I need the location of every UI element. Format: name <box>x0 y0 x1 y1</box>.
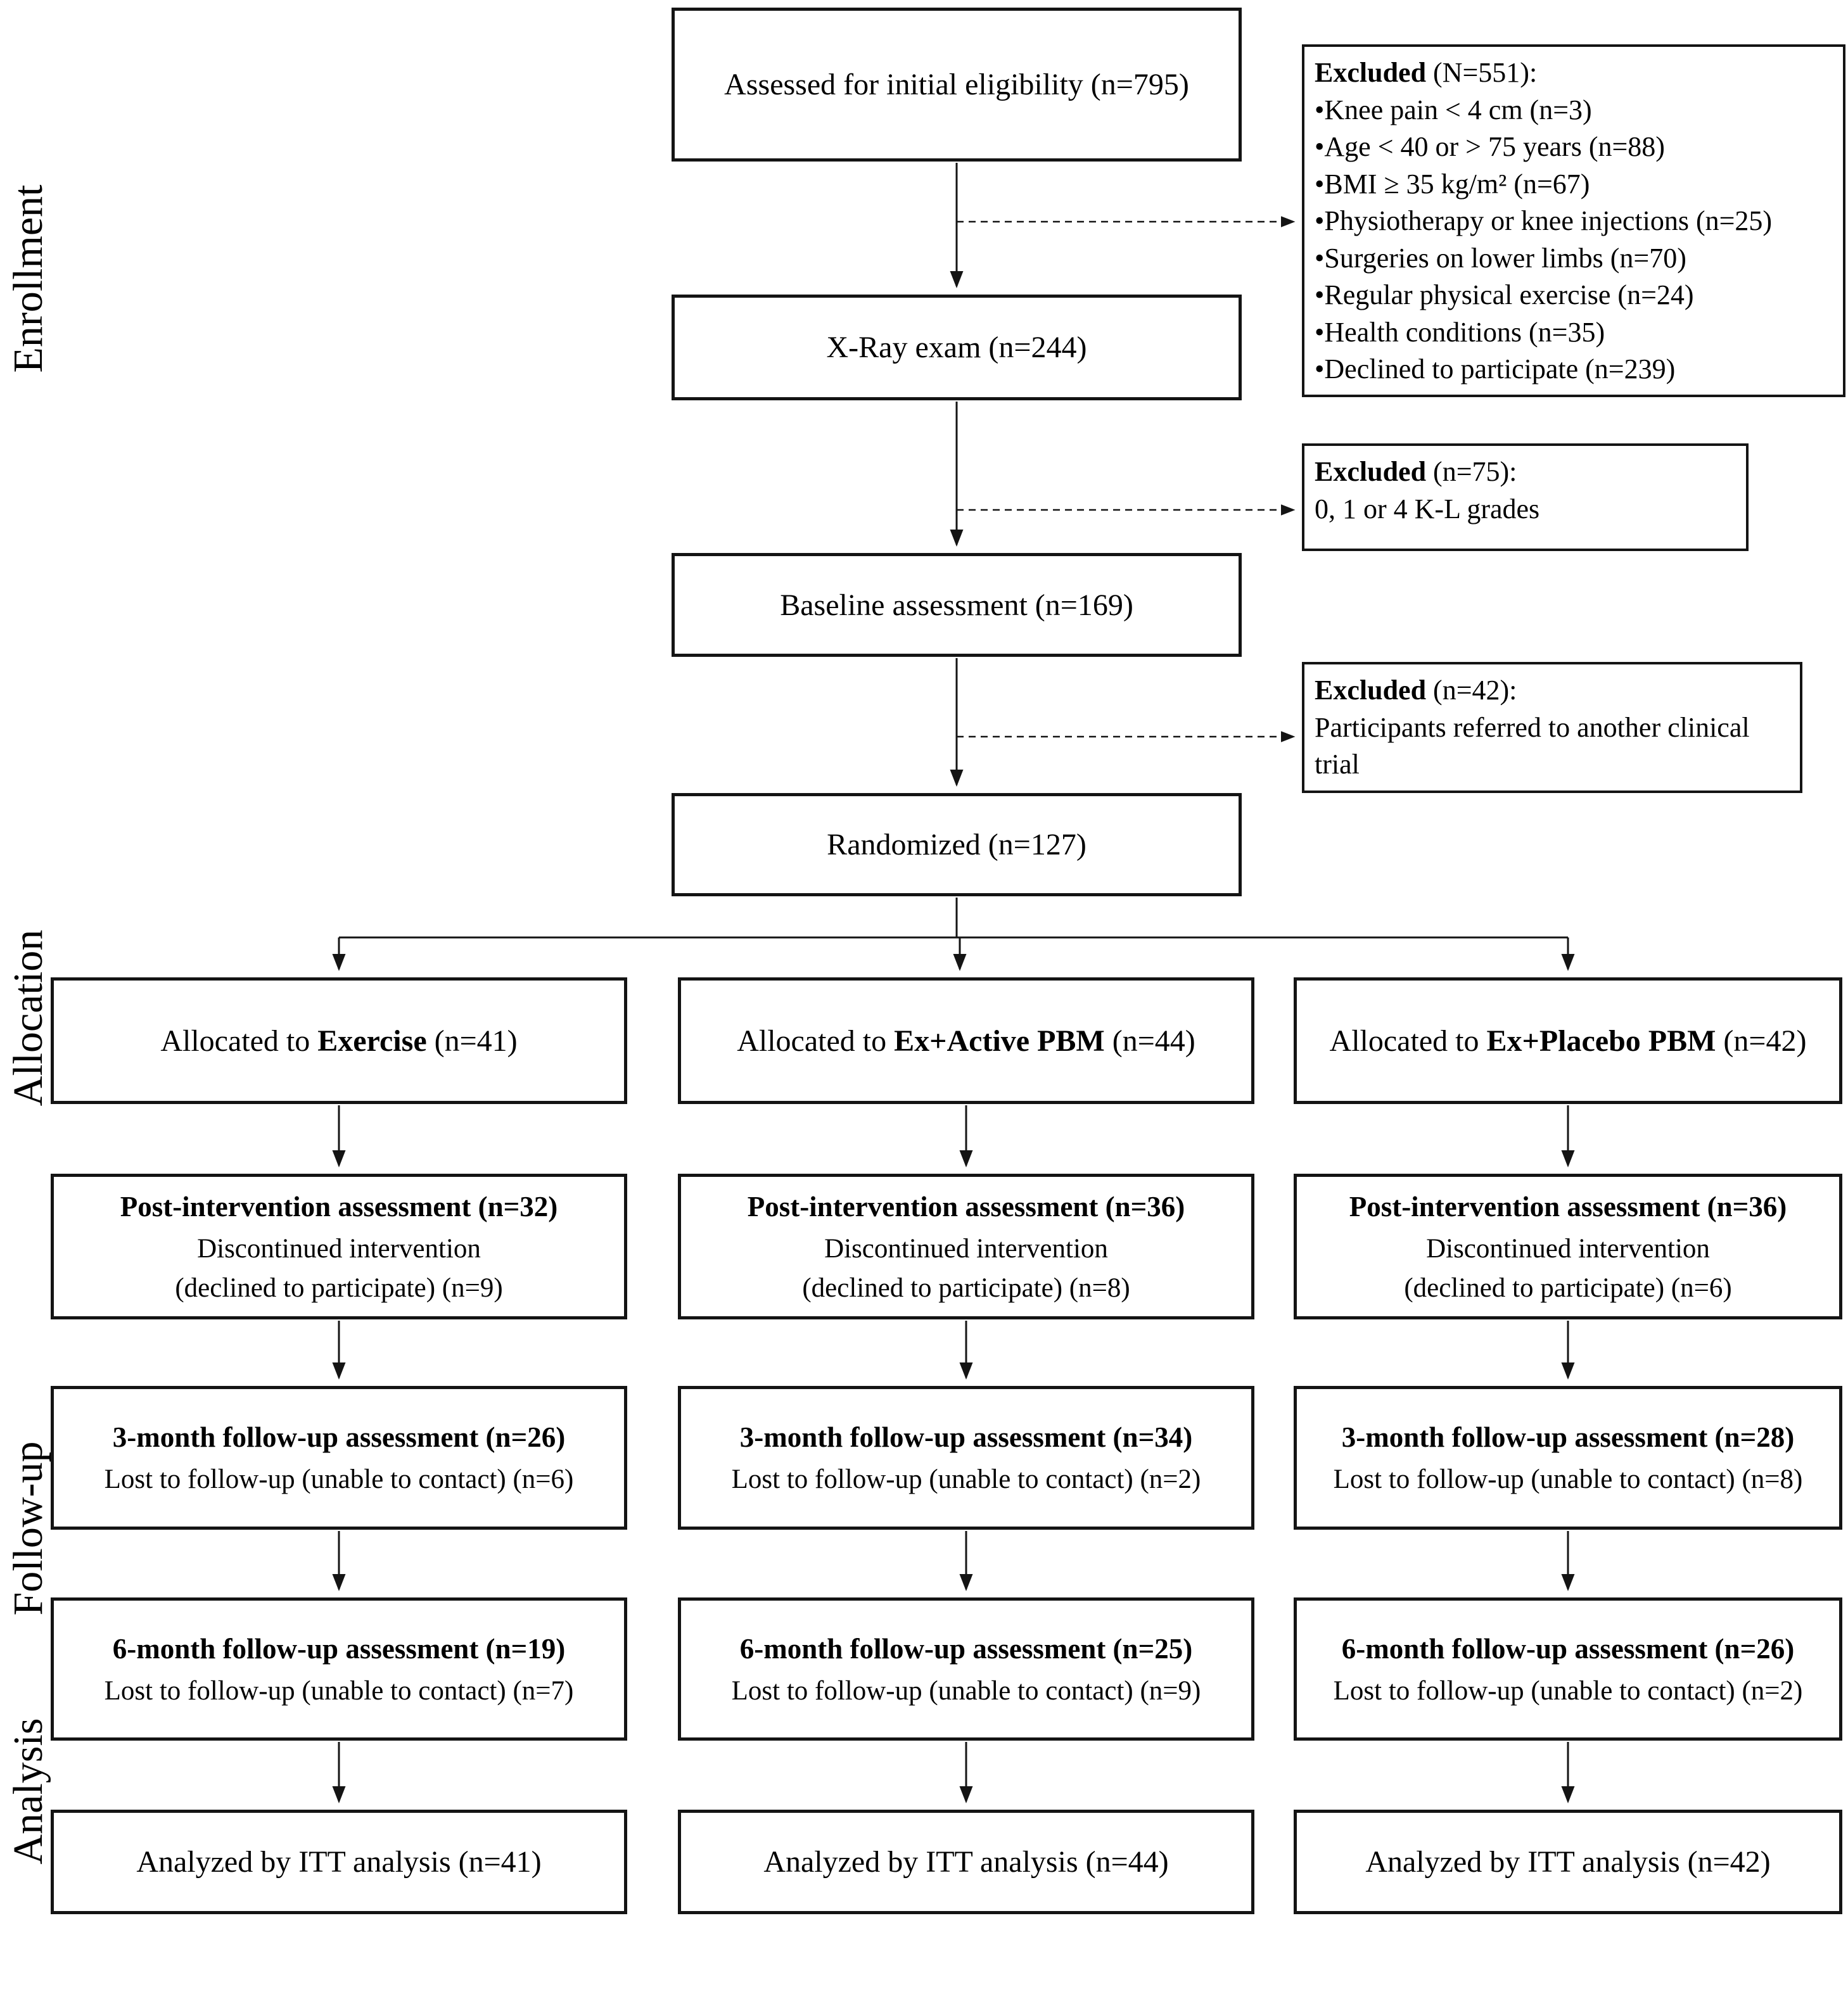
excluded-item: •BMI ≥ 35 kg/m² (n=67) <box>1315 168 1590 200</box>
followup6-title: 6-month follow-up assessment (n=25) <box>739 1632 1193 1665</box>
excluded-baseline-box: Excluded (n=42): Participants referred t… <box>1302 662 1802 793</box>
post-intervention-box-ex-placebo-pbm: Post-intervention assessment (n=36) Disc… <box>1294 1174 1842 1319</box>
excluded-item: •Regular physical exercise (n=24) <box>1315 279 1694 311</box>
excluded-item: •Knee pain < 4 cm (n=3) <box>1315 94 1592 125</box>
excluded-initial-title: Excluded (N=551): <box>1315 57 1538 88</box>
arm-name: Ex+Active PBM <box>894 1024 1105 1058</box>
dashed-exclusion-arrows <box>957 216 1296 742</box>
followup3-box-exercise: 3-month follow-up assessment (n=26) Lost… <box>51 1386 627 1530</box>
xray-exam-text: X-Ray exam (n=244) <box>826 331 1087 364</box>
post-line: (declined to participate) (n=9) <box>175 1273 503 1303</box>
post-title: Post-intervention assessment (n=36) <box>1349 1190 1787 1222</box>
followup3-line: Lost to follow-up (unable to contact) (n… <box>104 1464 574 1495</box>
analyzed-text: Analyzed by ITT analysis (n=41) <box>136 1845 542 1879</box>
allocation-box-ex-placebo-pbm: Allocated to Ex+Placebo PBM (n=42) <box>1294 977 1842 1104</box>
analyzed-box-exercise: Analyzed by ITT analysis (n=41) <box>51 1810 627 1914</box>
followup6-box-ex-placebo-pbm: 6-month follow-up assessment (n=26) Lost… <box>1294 1597 1842 1741</box>
followup6-title: 6-month follow-up assessment (n=19) <box>112 1632 566 1665</box>
post-line: (declined to participate) (n=8) <box>802 1273 1130 1303</box>
assessed-eligibility-box: Assessed for initial eligibility (n=795) <box>672 8 1242 162</box>
analyzed-text: Analyzed by ITT analysis (n=42) <box>1365 1845 1771 1879</box>
randomized-text: Randomized (n=127) <box>827 828 1086 861</box>
arm-name: Ex+Placebo PBM <box>1486 1024 1716 1058</box>
followup6-line: Lost to follow-up (unable to contact) (n… <box>1333 1675 1803 1706</box>
post-line: Discontinued intervention <box>824 1233 1108 1264</box>
baseline-assessment-text: Baseline assessment (n=169) <box>780 588 1133 622</box>
excluded-item: •Health conditions (n=35) <box>1315 316 1605 348</box>
randomized-box: Randomized (n=127) <box>672 793 1242 896</box>
followup3-line: Lost to follow-up (unable to contact) (n… <box>1333 1464 1803 1495</box>
excluded-item: •Surgeries on lower limbs (n=70) <box>1315 242 1686 274</box>
excluded-xray-title: Excluded (n=75): <box>1315 456 1517 487</box>
section-label-enrollment: Enrollment <box>5 184 51 373</box>
xray-exam-box: X-Ray exam (n=244) <box>672 295 1242 400</box>
followup6-line: Lost to follow-up (unable to contact) (n… <box>104 1675 574 1706</box>
analyzed-box-ex-placebo-pbm: Analyzed by ITT analysis (n=42) <box>1294 1810 1842 1914</box>
consort-flow-diagram: Enrollment Allocation Follow-up Analysis… <box>5 8 1845 1914</box>
followup6-title: 6-month follow-up assessment (n=26) <box>1341 1632 1795 1665</box>
followup6-box-ex-active-pbm: 6-month follow-up assessment (n=25) Lost… <box>678 1597 1254 1741</box>
followup3-line: Lost to follow-up (unable to contact) (n… <box>731 1464 1201 1495</box>
excluded-item: •Physiotherapy or knee injections (n=25) <box>1315 205 1773 237</box>
excluded-initial-box: Excluded (N=551): •Knee pain < 4 cm (n=3… <box>1302 44 1845 397</box>
excluded-item: •Age < 40 or > 75 years (n=88) <box>1315 131 1665 163</box>
baseline-assessment-box: Baseline assessment (n=169) <box>672 553 1242 657</box>
assessed-eligibility-text: Assessed for initial eligibility (n=795) <box>724 68 1189 101</box>
allocation-box-ex-active-pbm: Allocated to Ex+Active PBM (n=44) <box>678 977 1254 1104</box>
excluded-xray-reason: 0, 1 or 4 K-L grades <box>1315 493 1540 524</box>
post-line: (declined to participate) (n=6) <box>1404 1273 1732 1303</box>
section-label-allocation: Allocation <box>5 929 51 1107</box>
analyzed-text: Analyzed by ITT analysis (n=44) <box>763 1845 1169 1879</box>
followup3-box-ex-active-pbm: 3-month follow-up assessment (n=34) Lost… <box>678 1386 1254 1530</box>
excluded-baseline-reason: Participants referred to another clinica… <box>1315 711 1750 780</box>
section-label-analysis: Analysis <box>5 1718 51 1865</box>
excluded-item: •Declined to participate (n=239) <box>1315 353 1676 385</box>
followup3-title: 3-month follow-up assessment (n=34) <box>739 1421 1193 1454</box>
post-intervention-box-exercise: Post-intervention assessment (n=32) Disc… <box>51 1174 627 1319</box>
followup6-box-exercise: 6-month follow-up assessment (n=19) Lost… <box>51 1597 627 1741</box>
analyzed-box-ex-active-pbm: Analyzed by ITT analysis (n=44) <box>678 1810 1254 1914</box>
post-intervention-box-ex-active-pbm: Post-intervention assessment (n=36) Disc… <box>678 1174 1254 1319</box>
flow-connectors <box>332 163 1575 1803</box>
followup6-line: Lost to follow-up (unable to contact) (n… <box>731 1675 1201 1706</box>
allocation-box-exercise: Allocated to Exercise (n=41) <box>51 977 627 1104</box>
followup3-title: 3-month follow-up assessment (n=28) <box>1341 1421 1795 1454</box>
post-line: Discontinued intervention <box>1426 1233 1710 1264</box>
solid-arrows <box>332 163 1575 1803</box>
excluded-xray-box: Excluded (n=75): 0, 1 or 4 K-L grades <box>1302 443 1749 551</box>
followup3-box-ex-placebo-pbm: 3-month follow-up assessment (n=28) Lost… <box>1294 1386 1842 1530</box>
post-title: Post-intervention assessment (n=36) <box>747 1190 1185 1222</box>
post-title: Post-intervention assessment (n=32) <box>120 1190 558 1222</box>
excluded-baseline-title: Excluded (n=42): <box>1315 675 1517 706</box>
arm-name: Exercise <box>317 1024 427 1058</box>
followup3-title: 3-month follow-up assessment (n=26) <box>112 1421 566 1454</box>
post-line: Discontinued intervention <box>197 1233 481 1264</box>
